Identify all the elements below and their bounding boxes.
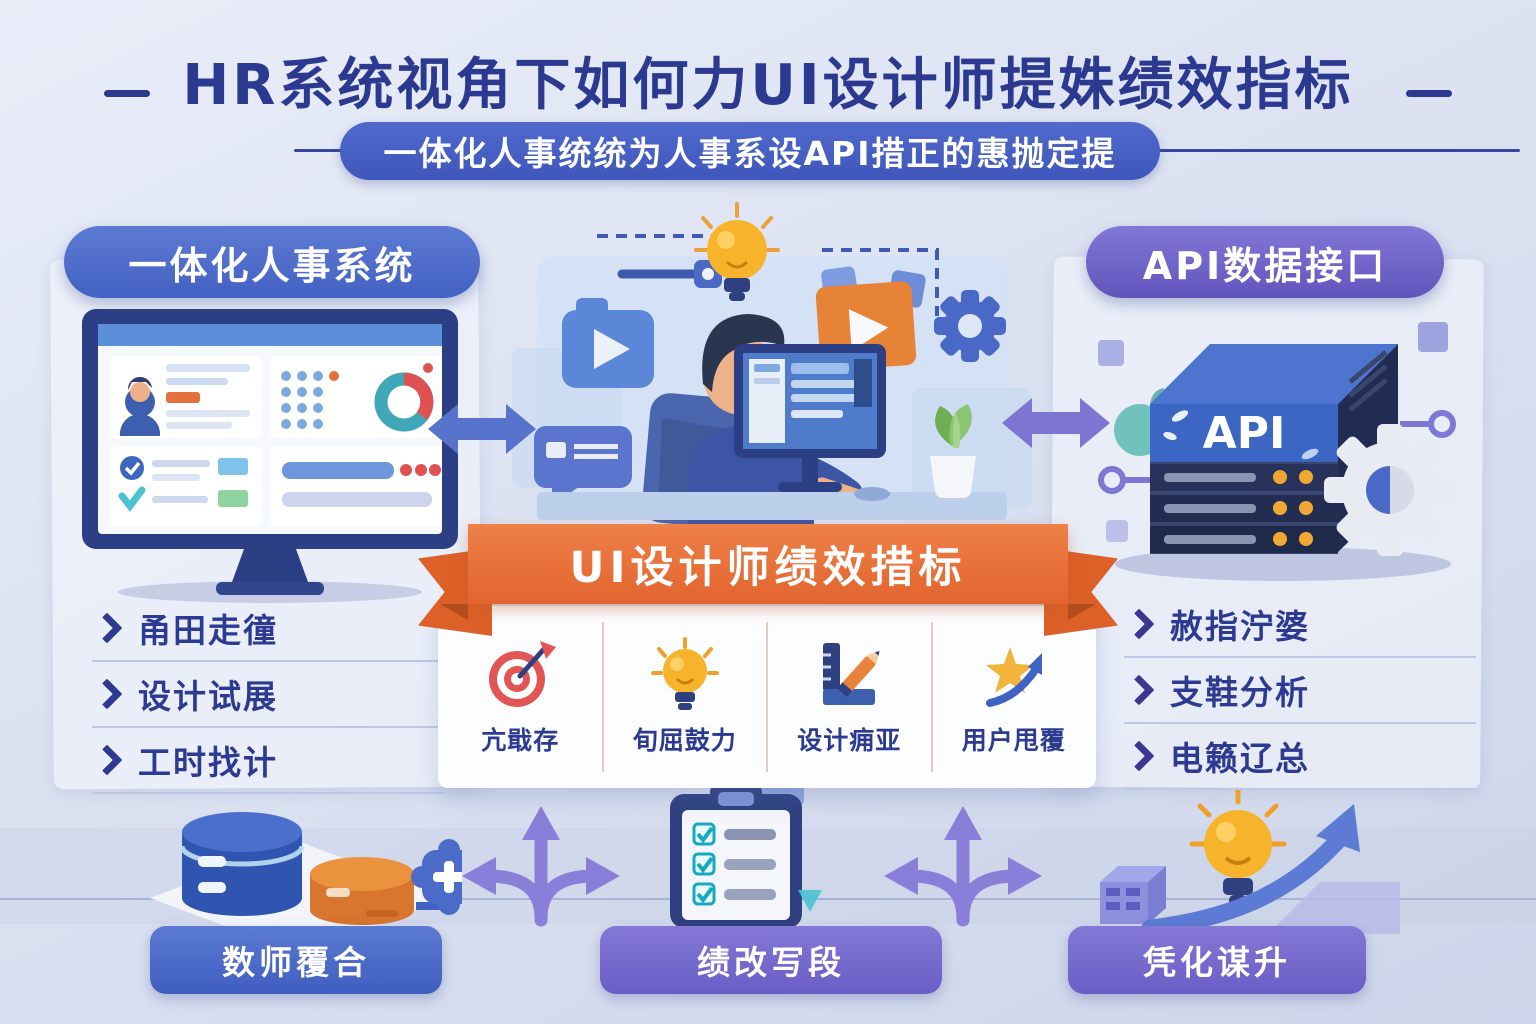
desktop-monitor: [734, 344, 886, 492]
list-item: 电籁辽总: [1123, 724, 1476, 790]
lightbulb-icon: [1189, 787, 1287, 906]
metric-label: 亢戢存: [481, 726, 560, 755]
chevron-right-icon: [91, 678, 123, 710]
page-title: HR系统视角下如何力UI设计师提姝绩效指标: [182, 53, 1354, 118]
metric-label: 旬屈鼓力: [632, 726, 737, 755]
plant-icon: [930, 404, 976, 499]
ruler-pencil-icon: [823, 643, 880, 705]
api-server-with-gear: API: [1098, 322, 1456, 581]
dashed-line: [822, 248, 939, 316]
gear-icon: [934, 290, 1006, 362]
desk: [537, 492, 1007, 520]
left-panel-header: 一体化人事系统: [64, 226, 480, 298]
title-dash-left: [104, 90, 150, 97]
optimization-growth-illustration: [1100, 787, 1400, 936]
title-dash-right: [1406, 90, 1452, 97]
left-feature-list: 甬田走徸 设计试展 工时找计: [91, 596, 444, 794]
database-orange: [310, 857, 414, 925]
metric-label: 设计痈亚: [797, 726, 902, 755]
server-api-label: API: [1203, 408, 1286, 459]
bottom-badge: 数师覆合: [150, 926, 442, 994]
lightbulb-icon: [694, 202, 780, 301]
bottom-badge: 凭化谋升: [1068, 926, 1366, 994]
metrics-card: 亢戢存 旬屈鼓力: [438, 606, 1096, 788]
calendar-donut-card: [270, 356, 442, 438]
double-arrow-icon: [428, 404, 536, 454]
metric-item: 亢戢存: [438, 606, 603, 788]
subtitle-banner: 一体化人事统统为人事系设API措正的惠抛定提: [340, 122, 1160, 180]
lightbulb-icon: [650, 637, 719, 710]
designer-scene: [512, 202, 1032, 532]
branch-arrows-icon: [884, 806, 1042, 927]
media-play-icon: [562, 298, 654, 388]
server-slot: [1150, 464, 1338, 491]
chevron-right-icon: [1123, 740, 1155, 772]
database-stack-icon: [179, 812, 462, 925]
list-item-label: 赦指泞婆: [1170, 607, 1310, 646]
target-dart-icon: [489, 641, 557, 707]
donut-chart: [374, 372, 434, 432]
list-item: 设计试展: [91, 662, 444, 728]
block-stack: [1100, 866, 1166, 924]
list-item: 赦指泞婆: [1123, 592, 1476, 658]
metric-item: 用户甩覆: [930, 606, 1097, 788]
server-slot: [1150, 495, 1338, 522]
pixel-square: [1098, 340, 1124, 366]
chevron-right-icon: [1123, 674, 1155, 706]
subtitle-line-right: [1156, 149, 1520, 152]
list-item-label: 设计试展: [138, 677, 278, 716]
branch-arrows-icon: [462, 806, 620, 927]
ramp-shape: [1268, 882, 1400, 934]
list-item-label: 电籁辽总: [1170, 739, 1310, 778]
checklist-row: [692, 882, 776, 906]
list-item: 支鞋分析: [1123, 658, 1476, 724]
server-box: API: [1150, 344, 1398, 554]
hr-dashboard-monitor: [82, 309, 458, 603]
right-panel-header: API数据接口: [1086, 226, 1444, 298]
circuit-nodes: [1098, 410, 1456, 494]
list-item: 甬田走徸: [91, 596, 444, 662]
right-feature-list: 赦指泞婆 支鞋分析 电籁辽总: [1123, 592, 1476, 790]
server-slot: [1150, 526, 1338, 553]
pixel-square: [1106, 520, 1128, 542]
progress-card: [270, 446, 442, 526]
clipboard-checklist-icon: [670, 780, 822, 928]
list-item: 工时找计: [91, 728, 444, 794]
pixel-square: [1418, 322, 1448, 352]
metric-label: 用户甩覆: [961, 726, 1066, 755]
metric-item: 设计痈亚: [766, 606, 932, 788]
star-growth-icon: [985, 647, 1042, 707]
checklist-row: [692, 852, 776, 876]
chevron-right-icon: [91, 744, 123, 776]
bottom-badge: 绩改写段: [600, 926, 942, 994]
subtitle-row: 一体化人事统统为人事系设API措正的惠抛定提: [0, 122, 1536, 180]
profile-card: [110, 356, 262, 438]
list-item-label: 甬田走徸: [138, 611, 278, 650]
gear-icon: [1324, 424, 1456, 556]
list-item-label: 支鞋分析: [1170, 673, 1310, 712]
metric-item: 旬屈鼓力: [601, 606, 768, 788]
checklist-row: [692, 822, 776, 846]
double-arrow-icon: [1002, 398, 1110, 448]
subtitle-line-left: [294, 149, 344, 152]
task-card: [110, 446, 262, 526]
database-blue: [179, 812, 305, 916]
plus-icon: [411, 839, 462, 915]
mouse: [854, 487, 890, 501]
chevron-right-icon: [1123, 608, 1155, 640]
list-item-label: 工时找计: [138, 743, 278, 782]
ribbon-title: UI设计师绩效措标: [468, 524, 1068, 604]
growth-arrow-icon: [1141, 804, 1360, 936]
chevron-right-icon: [91, 612, 123, 644]
